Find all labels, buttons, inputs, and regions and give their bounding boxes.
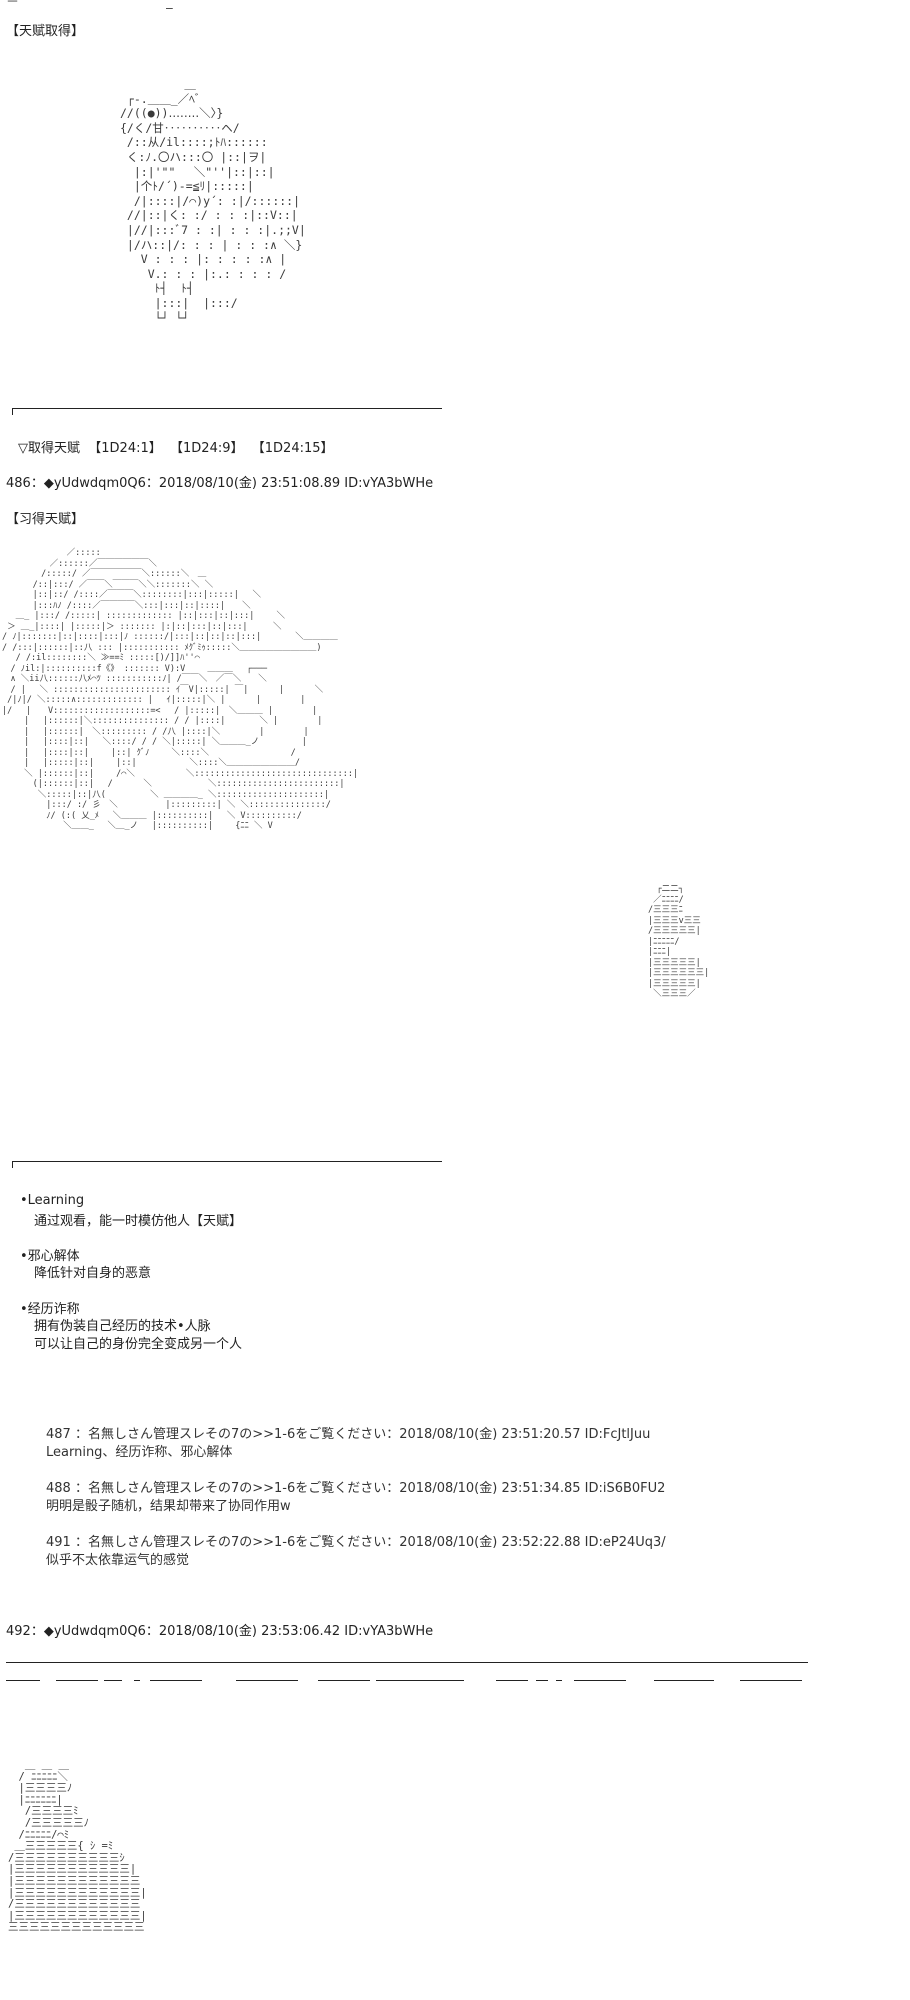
- reply-body-487: Learning、经历诈称、邪心解体: [46, 1445, 233, 1460]
- dice-roll-1: 【1D24:1】: [88, 441, 162, 456]
- post-header-492: 492：◆yUdwdqm0Q6：2018/08/10(金) 23:53:06.4…: [6, 1620, 433, 1639]
- post-separator: ：: [30, 1624, 44, 1639]
- reply-body-491: 似乎不太依靠运气的感觉: [46, 1553, 190, 1568]
- post-datetime: ：2018/08/10(金) 23:51:08.89 ID:vYA3bWHe: [145, 476, 434, 491]
- ascii-art-character-1: ＿ ┌‐.＿＿_／ﾍﾞ //((●))‥‥‥‥＼〉} {/く/甘‥‥‥‥‥ヘ/ …: [120, 77, 306, 325]
- talent-name-evil-heart: •邪心解体: [20, 1249, 80, 1264]
- post-trip: ◆yUdwdqm0Q6: [43, 476, 146, 491]
- post-trip: ◆yUdwdqm0Q6: [43, 1624, 146, 1639]
- post-datetime: ：2018/08/10(金) 23:53:06.42 ID:vYA3bWHe: [145, 1624, 434, 1639]
- post-number: 486: [6, 476, 31, 491]
- long-divider-rule: [6, 1662, 808, 1663]
- dice-roll-label: ▽取得天赋: [18, 441, 80, 456]
- talent-desc-fake-history-2: 可以让自己的身份完全变成另一个人: [34, 1337, 243, 1352]
- divider-corner-2: [12, 1161, 13, 1168]
- divider-corner-1: [12, 408, 13, 415]
- post-separator: ：: [30, 476, 44, 491]
- reply-header-488: 488 ：名無しさん管理スレその7の>>1-6をご覧ください：2018/08/1…: [46, 1481, 666, 1496]
- ascii-art-side-figure: ┌二二┐ ／ﾆﾆﾆﾆ/ /三三三ﾆ |三三三v三三 /三三三三三| |ﾆﾆﾆﾆﾆ…: [648, 884, 710, 999]
- post-number: 492: [6, 1624, 31, 1639]
- top-fragment: － _: [6, 0, 173, 10]
- talent-desc-evil-heart: 降低针对自身的恶意: [34, 1266, 152, 1281]
- reply-header-491: 491 ：名無しさん管理スレその7の>>1-6をご覧ください：2018/08/1…: [46, 1535, 666, 1550]
- talent-desc-fake-history-1: 拥有伪装自己经历的技术•人脉: [34, 1319, 211, 1334]
- post-header-486: 486：◆yUdwdqm0Q6：2018/08/10(金) 23:51:08.8…: [6, 472, 433, 491]
- talent-desc-learning: 通过观看，能一时模仿他人【天赋】: [34, 1214, 243, 1229]
- dice-roll-3: 【1D24:15】: [251, 441, 334, 456]
- dice-roll-line: ▽取得天赋 【1D24:1】 【1D24:9】 【1D24:15】: [18, 437, 334, 456]
- section-header-talent-acquire: 【天赋取得】: [6, 24, 85, 39]
- divider-rule-2: [12, 1161, 442, 1162]
- divider-rule-1: [12, 408, 442, 409]
- dice-roll-2: 【1D24:9】: [170, 441, 244, 456]
- ascii-art-character-3: ＿ ＿ ＿ / ﾆﾆﾆﾆﾆ＼ |三三三三ﾉ |ﾆﾆﾆﾆﾆﾆ| /三三三三ﾐ /三…: [8, 1759, 147, 1934]
- reply-header-487: 487 ：名無しさん管理スレその7の>>1-6をご覧ください：2018/08/1…: [46, 1427, 651, 1442]
- ascii-art-character-2: ／::::: ／::::::／￣￣￣￣￣￣＼ /:::::/ ／￣￣￣￣￣￣＼:…: [2, 548, 359, 831]
- talent-name-learning: •Learning: [20, 1193, 85, 1208]
- talent-name-fake-history: •经历诈称: [20, 1302, 80, 1317]
- reply-body-488: 明明是骰子随机，结果却带来了协同作用w: [46, 1499, 291, 1514]
- section-header-talent-learned: 【习得天赋】: [6, 512, 85, 527]
